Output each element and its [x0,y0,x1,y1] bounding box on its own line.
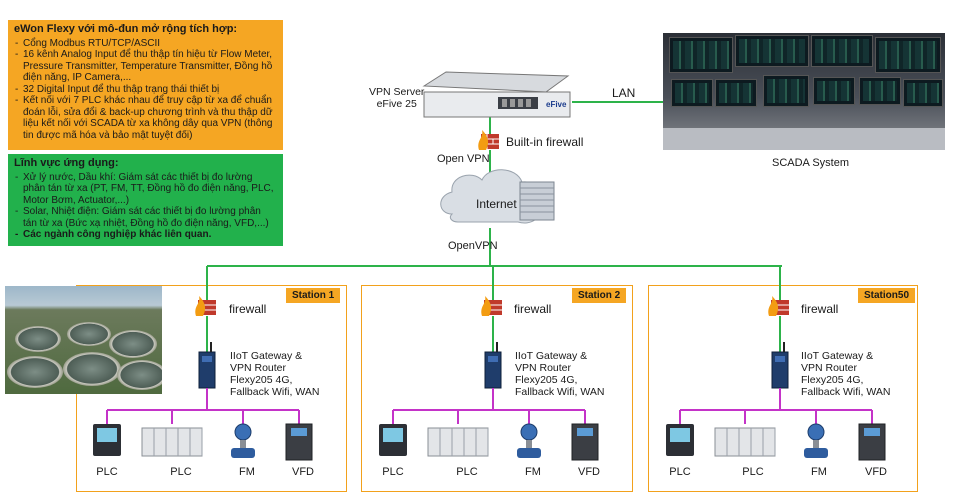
station2-firewall-label: firewall [514,302,552,316]
internet-cloud [440,169,555,224]
station1-device-label: VFD [292,466,314,478]
station3-device-label: PLC [669,466,691,478]
station1-vfd-display [291,428,307,436]
station2-gateway-label: IIoT Gateway & VPN Router Flexy205 4G, F… [515,350,605,398]
station3-flowmeter-head [807,423,825,441]
station3-device-label: VFD [865,466,887,478]
station3-device-label: PLC [742,466,764,478]
station1-flowmeter-neck [240,440,246,448]
openvpn-label: OpenVPN [448,240,498,252]
station2-vfd-display [577,428,593,436]
feature-item: 32 Digital Input để thu thập trạng thái … [15,84,277,96]
station1-device-label: FM [239,466,255,478]
application-item: Solar, Nhiệt điện: Giám sát các thiết bị… [15,206,277,229]
applications-title: Lĩnh vực ứng dụng: [14,157,119,169]
features-box: eWon Flexy với mô-đun mở rộng tích hợp: … [8,20,283,150]
vpn-server-label: VPN Server eFive 25 [369,86,425,110]
station2-flowmeter-neck [526,440,532,448]
station2-device-label: FM [525,466,541,478]
station1-gateway-label: IIoT Gateway & VPN Router Flexy205 4G, F… [230,350,320,398]
station-label-3: Station50 [858,288,916,303]
station-label-1: Station 1 [286,288,341,303]
station3-vfd-display [864,428,880,436]
open-vpn-label: Open VPN [437,153,490,165]
station-label-2: Station 2 [572,288,627,303]
station3-gateway-label: IIoT Gateway & VPN Router Flexy205 4G, F… [801,350,891,398]
station3-device-label: FM [811,466,827,478]
station3-flowmeter-neck [813,440,819,448]
station2-device-label: PLC [456,466,478,478]
station1-firewall-label: firewall [229,302,267,316]
feature-item: 16 kênh Analog Input để thu thập tín hiệ… [15,49,277,84]
station3-gateway-port [775,356,785,362]
vpn-server-device: eFive [422,71,571,118]
builtin-firewall-label: Built-in firewall [506,135,584,149]
station2-firewall-flame [481,296,492,316]
station1-flowmeter-head [234,423,252,441]
station2-device-label: PLC [382,466,404,478]
scada-label: SCADA System [772,157,850,169]
station2-device-label: VFD [578,466,600,478]
station1-meter-screen [97,428,117,442]
applications-box: Lĩnh vực ứng dụng: Xử lý nước, Dầu khí: … [8,154,283,246]
station1-flowmeter-body [231,448,255,458]
feature-item: Kết nối với 7 PLC khác nhau để truy cập … [15,95,277,141]
builtin-firewall-icon [478,130,499,150]
station2-flowmeter-body [517,448,541,458]
station3-firewall-label: firewall [801,302,839,316]
features-title: eWon Flexy với mô-đun mở rộng tích hợp: [14,23,238,35]
station3-plc-rack [714,427,776,457]
station3-flowmeter-body [804,448,828,458]
lan-label: LAN [612,86,636,100]
station3-firewall-flame [768,296,779,316]
station1-gateway-port [202,356,212,362]
station2-meter-screen [383,428,403,442]
water-treatment-photo [5,286,162,394]
station1-device-label: PLC [96,466,118,478]
feature-item: Cổng Modbus RTU/TCP/ASCII [15,38,277,50]
application-item: Các ngành công nghiệp khác liên quan. [15,229,277,241]
efive-logo: eFive [546,100,567,109]
station1-firewall-flame [195,296,206,316]
application-item: Xử lý nước, Dầu khí: Giám sát các thiết … [15,172,277,207]
station2-flowmeter-head [520,423,538,441]
internet-label: Internet [476,197,517,211]
station2-plc-rack [427,427,489,457]
station1-device-label: PLC [170,466,192,478]
scada-room-photo [663,33,945,150]
station1-plc-rack [141,427,203,457]
station2-gateway-port [488,356,498,362]
station3-meter-screen [670,428,690,442]
